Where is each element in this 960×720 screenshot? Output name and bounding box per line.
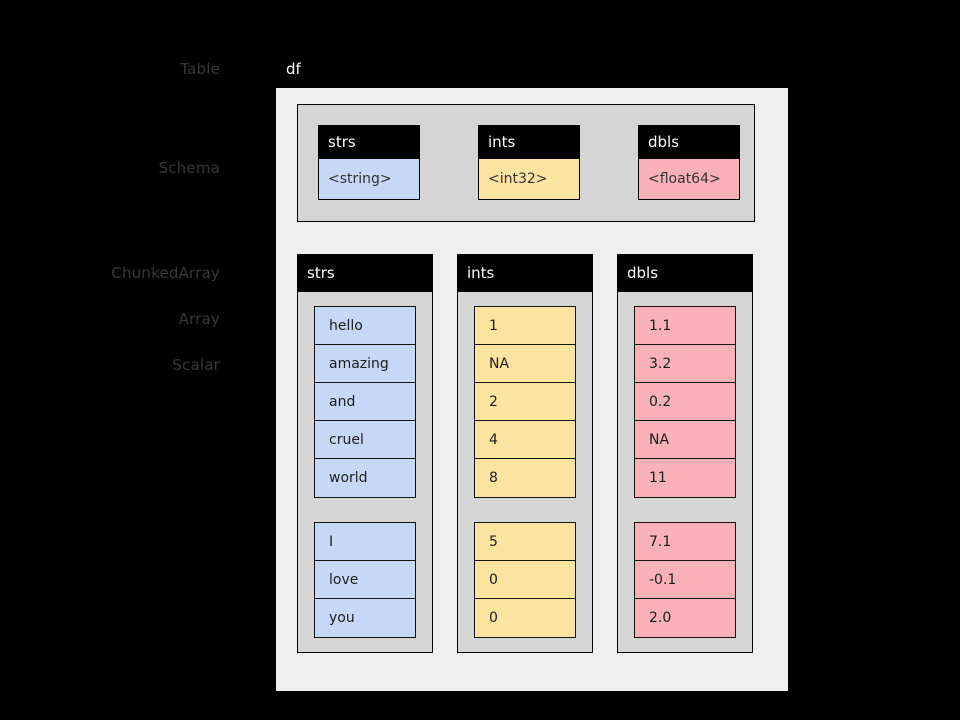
- schema-field: dbls<float64>: [638, 125, 740, 200]
- array-cell: 11: [635, 459, 735, 497]
- array-cell: 2.0: [635, 599, 735, 637]
- schema-panel: strs<string> ints<int32> dbls<float64>: [297, 104, 755, 222]
- schema-field: ints<int32>: [478, 125, 580, 200]
- array-cell: 3.2: [635, 345, 735, 383]
- annotation-label-chunked-array: ChunkedArray: [111, 264, 220, 282]
- schema-field-name: dbls: [639, 126, 739, 158]
- array-cell: 4: [475, 421, 575, 459]
- array-cell: amazing: [315, 345, 415, 383]
- array-cell: 1.1: [635, 307, 735, 345]
- schema-field-list: strs<string> ints<int32> dbls<float64>: [298, 105, 754, 200]
- array-cell: 2: [475, 383, 575, 421]
- array-cell: and: [315, 383, 415, 421]
- chunked-array-column-name: strs: [298, 255, 432, 292]
- chunked-array-column-name: ints: [458, 255, 592, 292]
- array-cell: you: [315, 599, 415, 637]
- table-panel: strs<string>ints<int32>dbls<float64> str…: [276, 88, 788, 691]
- array-cell: I: [315, 523, 415, 561]
- arrow-to-chunked-array: [246, 267, 279, 277]
- schema-field: strs<string>: [318, 125, 420, 200]
- array-cell: 0: [475, 599, 575, 637]
- array-cell: NA: [635, 421, 735, 459]
- array-cell: 0.2: [635, 383, 735, 421]
- array-cell: 1: [475, 307, 575, 345]
- schema-field-name: ints: [479, 126, 579, 158]
- annotation-label-schema: Schema: [158, 159, 220, 177]
- schema-field-name: strs: [319, 126, 419, 158]
- array-cell: world: [315, 459, 415, 497]
- array-cell: love: [315, 561, 415, 599]
- annotation-label-table: Table: [180, 60, 220, 78]
- array-cell: NA: [475, 345, 575, 383]
- table-name: df: [286, 60, 301, 78]
- schema-field-type: <int32>: [479, 158, 579, 199]
- array-cell: hello: [315, 307, 415, 345]
- annotation-label-scalar: Scalar: [172, 356, 220, 374]
- schema-field-type: <float64>: [639, 158, 739, 199]
- annotation-label-array: Array: [178, 310, 220, 328]
- chunked-array-column-name: dbls: [618, 255, 752, 292]
- array-cell: 5: [475, 523, 575, 561]
- array-cell: 0: [475, 561, 575, 599]
- arrow-to-schema: [246, 163, 279, 173]
- schema-field-type: <string>: [319, 158, 419, 199]
- array-cell: 7.1: [635, 523, 735, 561]
- array-cell: -0.1: [635, 561, 735, 599]
- array-cell: cruel: [315, 421, 415, 459]
- array-cell: 8: [475, 459, 575, 497]
